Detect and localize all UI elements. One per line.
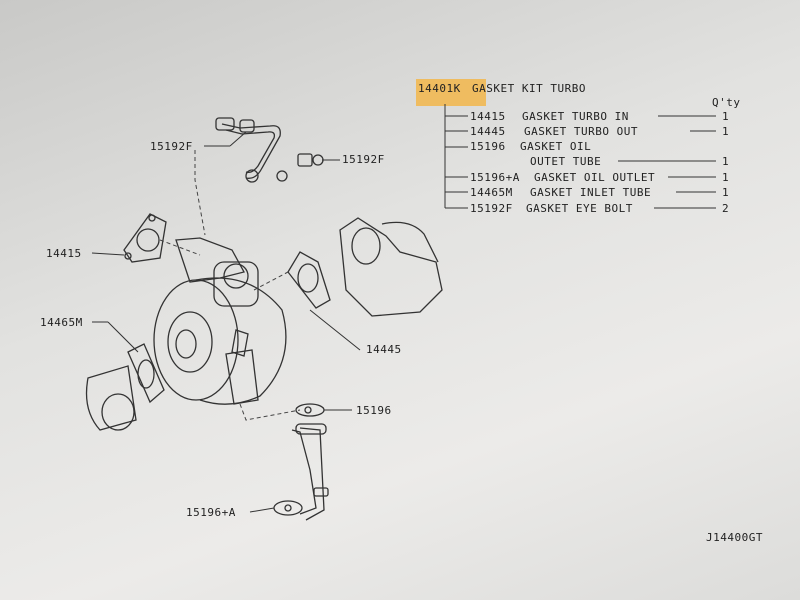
part-qty: 2 <box>722 202 730 215</box>
part-name: GASKET INLET TUBE <box>530 186 652 199</box>
diagram-id: J14400GT <box>706 531 763 544</box>
part-number: 15196 <box>470 140 506 153</box>
part-number: 15192F <box>470 202 513 215</box>
part-name: OUTET TUBE <box>530 155 602 168</box>
part-name: GASKET OIL OUTLET <box>534 171 656 184</box>
gasket-14465m <box>85 321 165 431</box>
part-number: 14415 <box>470 110 506 123</box>
part-qty: 1 <box>722 125 730 138</box>
callout-14445: 14445 <box>366 343 402 356</box>
part-number-highlight <box>416 79 486 106</box>
parts-list-tree <box>444 104 716 209</box>
kit-name: GASKET KIT TURBO <box>472 82 586 95</box>
callout-15192f-right: 15192F <box>342 153 385 166</box>
callout-15192f-left: 15192F <box>150 140 193 153</box>
part-name: GASKET TURBO OUT <box>524 125 638 138</box>
turbocharger-body <box>153 237 301 421</box>
part-name: GASKET EYE BOLT <box>526 202 633 215</box>
gasket-14445 <box>253 217 443 351</box>
gasket-15196 <box>291 403 352 521</box>
callout-15196: 15196 <box>356 404 392 417</box>
callout-14465m: 14465M <box>40 316 83 329</box>
part-qty: 1 <box>722 110 730 123</box>
callout-14415: 14415 <box>46 247 82 260</box>
callout-15196a: 15196+A <box>186 506 236 519</box>
kit-number: 14401K <box>418 82 461 95</box>
qty-header: Q'ty <box>712 96 741 109</box>
part-qty: 1 <box>722 186 730 199</box>
gasket-14415 <box>91 213 201 263</box>
part-number: 14465M <box>470 186 513 199</box>
part-name: GASKET TURBO IN <box>522 110 629 123</box>
gasket-15196a <box>249 500 303 516</box>
part-qty: 1 <box>722 171 730 184</box>
part-number: 15196+A <box>470 171 520 184</box>
part-name: GASKET OIL <box>520 140 592 153</box>
oil-feed-pipe <box>194 117 340 236</box>
part-qty: 1 <box>722 155 730 168</box>
part-number: 14445 <box>470 125 506 138</box>
